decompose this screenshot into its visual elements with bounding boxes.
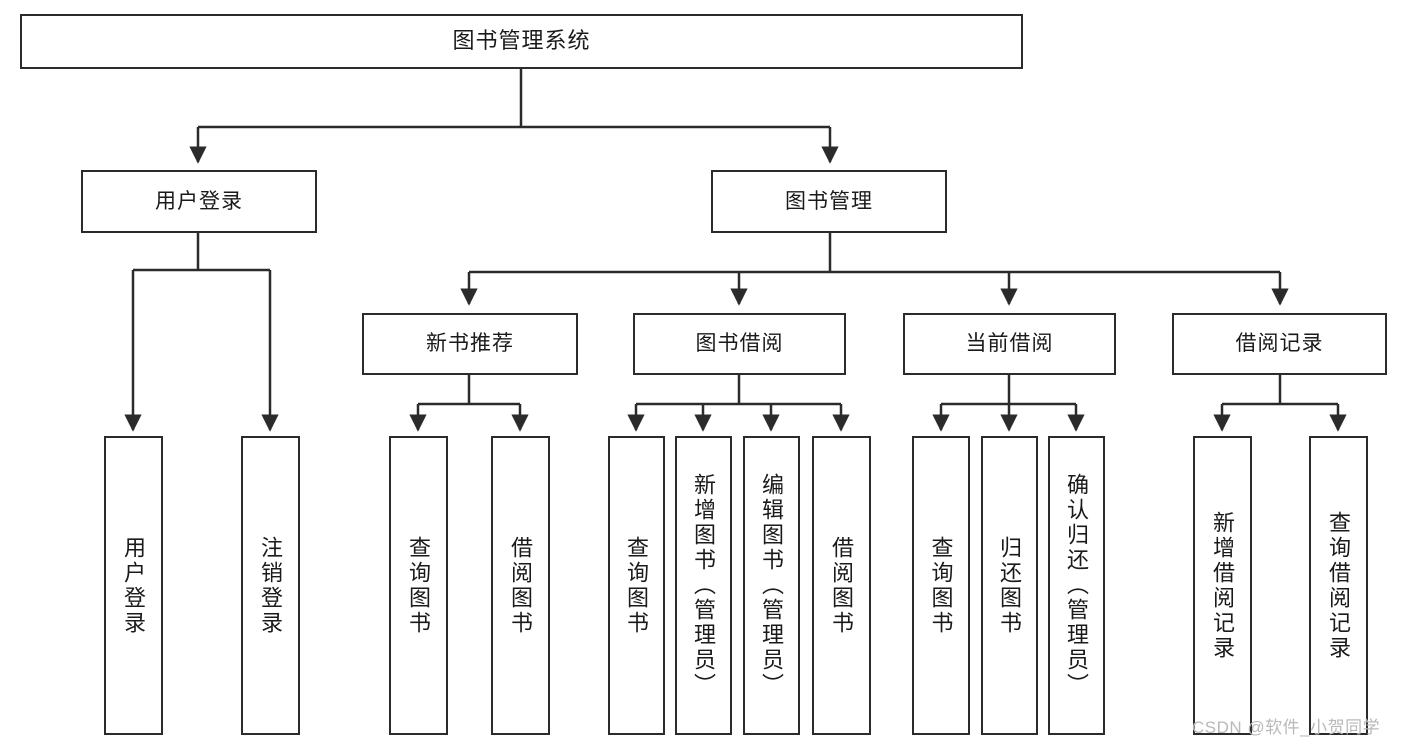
leaf-br-query-record-label: 查询借阅记录	[1326, 510, 1352, 661]
leaf-br-add-record-label: 新增借阅记录	[1210, 510, 1236, 661]
node-book-borrow[interactable]: 图书借阅	[633, 313, 846, 375]
leaf-bb-query-book[interactable]: 查询图书	[608, 436, 665, 735]
leaf-cb-confirm-return-label: 确认归还（管理员）	[1064, 473, 1090, 698]
leaf-bb-query-book-label: 查询图书	[624, 535, 650, 636]
leaf-logout[interactable]: 注销登录	[241, 436, 300, 735]
leaf-cb-query-book-label: 查询图书	[928, 535, 954, 636]
leaf-bb-add-book-label: 新增图书（管理员）	[691, 473, 717, 698]
node-current-borrow[interactable]: 当前借阅	[903, 313, 1116, 375]
leaf-cb-query-book[interactable]: 查询图书	[912, 436, 970, 735]
leaf-br-query-record[interactable]: 查询借阅记录	[1309, 436, 1368, 735]
leaf-cb-return-book[interactable]: 归还图书	[981, 436, 1038, 735]
node-book-borrow-label: 图书借阅	[695, 332, 784, 356]
leaf-nb-borrow-book[interactable]: 借阅图书	[491, 436, 550, 735]
node-root-system-label: 图书管理系统	[452, 28, 591, 54]
node-borrow-record-label: 借阅记录	[1235, 332, 1324, 356]
leaf-bb-edit-book[interactable]: 编辑图书（管理员）	[743, 436, 800, 735]
node-current-borrow-label: 当前借阅	[965, 332, 1054, 356]
leaf-user-login-label: 用户登录	[121, 535, 147, 636]
node-new-book-recommend-label: 新书推荐	[426, 332, 514, 356]
leaf-br-add-record[interactable]: 新增借阅记录	[1193, 436, 1252, 735]
node-root-system[interactable]: 图书管理系统	[20, 14, 1023, 69]
node-borrow-record[interactable]: 借阅记录	[1172, 313, 1387, 375]
leaf-nb-borrow-book-label: 借阅图书	[508, 535, 534, 636]
node-book-manage[interactable]: 图书管理	[711, 170, 947, 233]
leaf-bb-add-book[interactable]: 新增图书（管理员）	[675, 436, 732, 735]
leaf-bb-borrow-book[interactable]: 借阅图书	[812, 436, 871, 735]
leaf-user-login[interactable]: 用户登录	[104, 436, 163, 735]
leaf-cb-return-book-label: 归还图书	[997, 535, 1023, 636]
leaf-nb-query-book-label: 查询图书	[406, 535, 432, 636]
csdn-watermark: CSDN @软件_小贺同学	[1192, 718, 1381, 737]
leaf-bb-edit-book-label: 编辑图书（管理员）	[759, 473, 785, 698]
leaf-nb-query-book[interactable]: 查询图书	[389, 436, 448, 735]
leaf-logout-label: 注销登录	[258, 535, 284, 636]
leaf-cb-confirm-return[interactable]: 确认归还（管理员）	[1048, 436, 1105, 735]
node-user-login-label: 用户登录	[155, 189, 243, 213]
node-book-manage-label: 图书管理	[785, 189, 873, 213]
node-new-book-recommend[interactable]: 新书推荐	[362, 313, 578, 375]
node-user-login[interactable]: 用户登录	[81, 170, 317, 233]
leaf-bb-borrow-book-label: 借阅图书	[829, 535, 855, 636]
